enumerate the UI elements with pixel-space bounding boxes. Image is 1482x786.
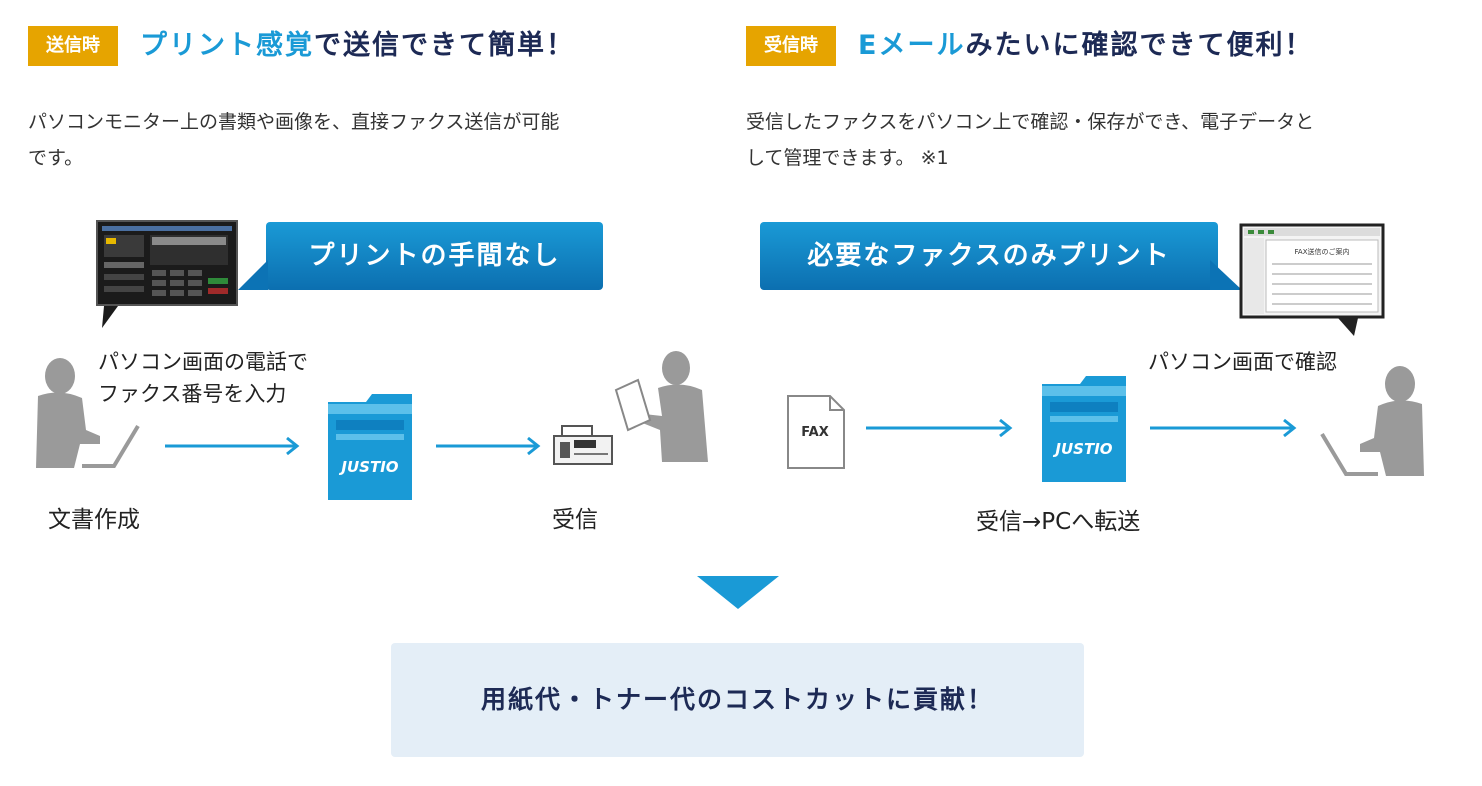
receive-heading-highlight: Eメール xyxy=(858,30,966,61)
justio-brand-left: JUSTIO xyxy=(338,458,398,476)
fax-viewer-title: FAX送信のご案内 xyxy=(1295,247,1350,256)
send-caption-line2: ファクス番号を入力 xyxy=(98,382,287,406)
person-at-laptop-icon xyxy=(1320,366,1424,476)
receive-bubble: 必要なファクスのみプリント xyxy=(760,222,1218,290)
receive-caption: パソコン画面で確認 xyxy=(1148,350,1337,374)
fax-machine-icon xyxy=(553,425,613,465)
justio-device-icon: JUSTIO xyxy=(1042,376,1126,482)
send-description: パソコンモニター上の書類や画像を、直接ファクス送信が可能 です。 xyxy=(28,104,559,176)
justio-device-icon: JUSTIO xyxy=(328,394,412,500)
send-bubble-tail xyxy=(238,260,268,290)
receive-bubble-tail xyxy=(1210,260,1242,290)
send-heading-rest: で送信できて簡単！ xyxy=(314,30,575,61)
label-receive: 受信 xyxy=(552,507,598,533)
send-bubble: プリントの手間なし xyxy=(266,222,603,290)
down-triangle-icon xyxy=(697,576,779,609)
send-heading: プリント感覚で送信できて簡単！ xyxy=(140,26,575,66)
receive-desc-line1: 受信したファクスをパソコン上で確認・保存ができ、電子データと xyxy=(746,111,1315,133)
send-caption: パソコン画面の電話で ファクス番号を入力 xyxy=(98,346,308,410)
receive-description: 受信したファクスをパソコン上で確認・保存ができ、電子データと して管理できます。… xyxy=(746,104,1314,176)
send-caption-line1: パソコン画面の電話で xyxy=(98,350,308,374)
arrow-receive-2 xyxy=(1150,418,1297,438)
person-reading-fax-icon xyxy=(614,351,708,462)
justio-brand-right: JUSTIO xyxy=(1052,440,1112,458)
send-badge: 送信時 xyxy=(28,26,118,66)
send-heading-highlight: プリント感覚 xyxy=(140,30,314,61)
receive-heading-rest: みたいに確認できて便利！ xyxy=(965,30,1314,61)
result-text: 用紙代・トナー代のコストカットに貢献！ xyxy=(480,685,994,714)
receive-desc-line2: して管理できます。 ※1 xyxy=(746,147,949,169)
arrow-send-2 xyxy=(436,436,541,456)
fax-document-label: FAX xyxy=(801,425,828,440)
result-box: 用紙代・トナー代のコストカットに貢献！ xyxy=(391,643,1084,757)
person-at-laptop-icon xyxy=(36,358,140,468)
arrow-send-1 xyxy=(165,436,300,456)
send-desc-line1: パソコンモニター上の書類や画像を、直接ファクス送信が可能 xyxy=(28,111,560,133)
receive-heading: Eメールみたいに確認できて便利！ xyxy=(858,26,1313,66)
label-forward-to-pc: 受信→PCへ転送 xyxy=(976,509,1141,535)
send-desc-line2: です。 xyxy=(28,147,84,169)
pc-fax-viewer-illustration: FAX送信のご案内 xyxy=(1239,223,1385,336)
receive-badge: 受信時 xyxy=(746,26,836,66)
label-create-document: 文書作成 xyxy=(48,507,140,533)
arrow-receive-1 xyxy=(866,418,1013,438)
fax-document-icon: FAX xyxy=(787,395,845,469)
pc-phone-screen-illustration xyxy=(96,220,238,328)
